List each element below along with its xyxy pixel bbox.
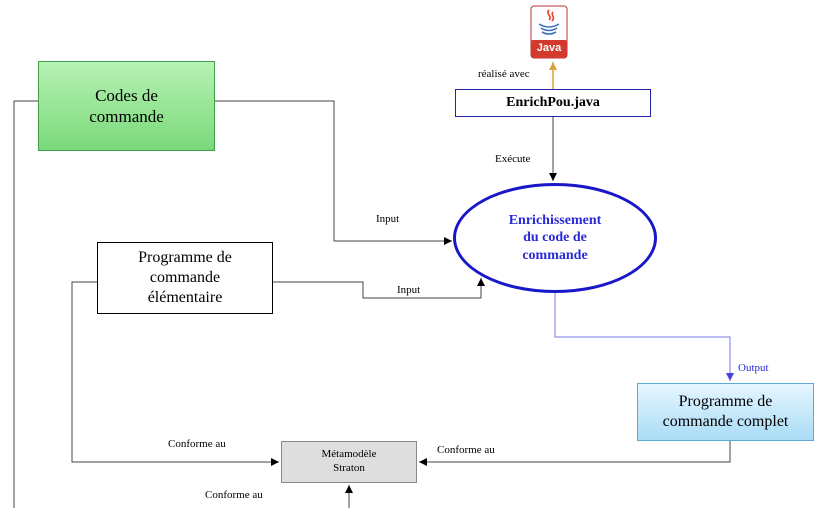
codes-left-connector [13, 100, 38, 508]
codes-de-commande-label: Codes de commande [89, 85, 164, 126]
conforme-left-arrow [71, 281, 279, 466]
enrichissement-ellipse: Enrichissement du code de commande [453, 183, 657, 293]
java-logo-icon: Java [529, 4, 569, 60]
enrichpou-java-box: EnrichPou.java [455, 89, 651, 117]
output-arrow [554, 293, 734, 381]
enrichissement-label: Enrichissement du code de commande [508, 212, 602, 263]
java-logo-text: Java [536, 42, 562, 54]
metamodele-straton-label: Métamodèle Straton [321, 448, 377, 474]
realise-avec-label: réalisé avec [478, 68, 530, 80]
execute-label: Exécute [495, 153, 531, 165]
input-codes-label: Input [376, 213, 400, 225]
conforme-bottom-label: Conforme au [205, 489, 263, 501]
output-label: Output [738, 362, 769, 374]
codes-input-arrow [215, 100, 452, 245]
codes-de-commande-box: Codes de commande [38, 61, 215, 151]
programme-complet-label: Programme de commande complet [662, 393, 789, 430]
enrichpou-java-label: EnrichPou.java [506, 95, 600, 111]
prog-input-arrow [273, 278, 485, 299]
programme-elementaire-box: Programme de commande élémentaire [97, 242, 273, 314]
programme-elementaire-label: Programme de commande élémentaire [138, 249, 232, 306]
programme-complet-box: Programme de commande complet [637, 383, 814, 441]
conforme-left-label: Conforme au [168, 438, 226, 450]
conforme-right-arrow [419, 441, 731, 466]
conforme-right-label: Conforme au [437, 444, 495, 456]
input-prog-label: Input [397, 284, 421, 296]
metamodele-straton-box: Métamodèle Straton [281, 441, 417, 483]
